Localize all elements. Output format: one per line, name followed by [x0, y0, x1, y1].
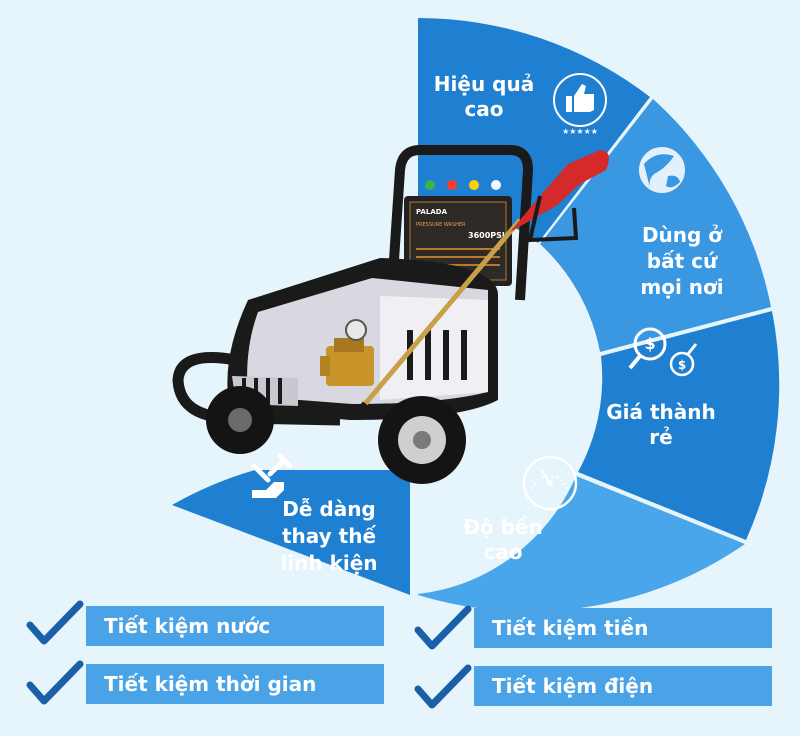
segment-low-cost [578, 311, 780, 540]
segment-durability [418, 476, 745, 612]
check-icon [414, 605, 472, 650]
machine-brand: PALADA [416, 208, 448, 216]
segment-use-anywhere [540, 99, 771, 352]
segment-easy-parts [172, 470, 410, 595]
check-icon [26, 660, 84, 705]
money-search-icon: $ $ [628, 327, 698, 377]
gauge-icon [522, 455, 578, 511]
svg-text:$: $ [644, 334, 655, 353]
pressure-washer-image: PALADA PRESSURE WASHER 3600PSI [172, 145, 609, 484]
machine-subtitle: PRESSURE WASHER [416, 222, 466, 228]
svg-text:★★★★★: ★★★★★ [562, 127, 598, 136]
globe-icon [637, 145, 687, 195]
check-icon [26, 600, 84, 645]
brass-pump [320, 319, 374, 386]
benefit-save-time: Tiết kiệm thời gian [86, 664, 384, 704]
svg-text:$: $ [678, 358, 686, 372]
machine-psi: 3600PSI [468, 231, 505, 240]
benefit-save-electricity: Tiết kiệm điện [474, 666, 772, 706]
machine-handle [387, 145, 533, 301]
rear-wheel [206, 386, 274, 454]
wrench-hand-icon [251, 453, 293, 498]
benefit-save-water: Tiết kiệm nước [86, 606, 384, 646]
benefit-save-money: Tiết kiệm tiền [474, 608, 772, 648]
check-icon [414, 664, 472, 709]
front-wheel [378, 396, 466, 484]
thumbs-up-icon: ★★★★★ [553, 73, 607, 136]
spray-lance [358, 218, 522, 412]
